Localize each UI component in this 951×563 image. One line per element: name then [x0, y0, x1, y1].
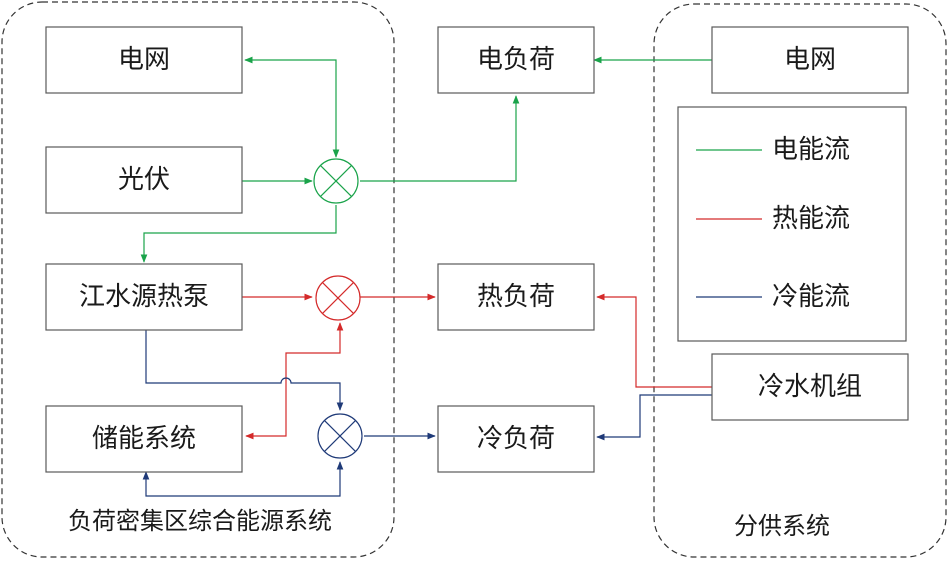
flow-mixer-elec-load	[360, 95, 520, 182]
svg-text:冷负荷: 冷负荷	[477, 424, 555, 454]
svg-text:储能系统: 储能系统	[92, 424, 196, 454]
node-cool-load: 冷负荷	[437, 405, 595, 473]
legend-cold: 冷能流	[772, 282, 850, 312]
node-grid-left: 电网	[45, 26, 243, 94]
node-pv: 光伏	[45, 146, 243, 214]
integrated-system-caption: 负荷密集区综合能源系统	[68, 507, 332, 535]
node-grid-right: 电网	[711, 26, 909, 94]
svg-text:热负荷: 热负荷	[477, 282, 555, 312]
flow-grid-mixer	[244, 56, 340, 158]
legend-heat: 热能流	[772, 204, 850, 234]
node-heat-pump: 江水源热泵	[45, 263, 243, 331]
flow-chiller-cold-load	[596, 394, 712, 441]
svg-text:电负荷: 电负荷	[477, 45, 555, 75]
integrated-system-group	[1, 1, 395, 558]
legend: 电能流 热能流 冷能流	[677, 106, 907, 342]
svg-text:电网: 电网	[118, 45, 170, 75]
flow-mixer-heat-pump	[140, 205, 337, 263]
node-chiller: 冷水机组	[711, 353, 909, 421]
electric-mixer	[313, 158, 359, 204]
separate-supply-group	[653, 3, 947, 558]
svg-text:江水源热泵: 江水源热泵	[79, 282, 209, 312]
legend-electric: 电能流	[772, 135, 850, 165]
flow-chiller-heat-load	[596, 293, 712, 388]
flow-heat-pump-cold-mixer	[145, 330, 344, 411]
node-elec-load: 电负荷	[437, 26, 595, 94]
cold-mixer	[317, 413, 363, 459]
flow-storage-cold-mixer	[142, 461, 344, 497]
svg-text:光伏: 光伏	[118, 165, 170, 195]
node-heat-load: 热负荷	[437, 263, 595, 331]
flow-storage-heat-mixer	[245, 322, 344, 440]
svg-text:电网: 电网	[784, 45, 836, 75]
svg-text:冷水机组: 冷水机组	[758, 372, 862, 402]
heat-mixer	[315, 275, 361, 321]
separate-supply-caption: 分供系统	[734, 512, 830, 540]
node-storage: 储能系统	[45, 405, 243, 473]
